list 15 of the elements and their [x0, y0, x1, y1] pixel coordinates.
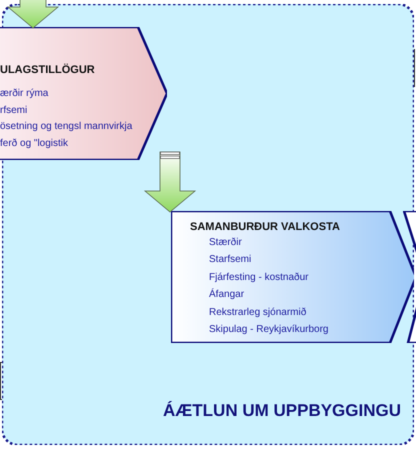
list-item: Stærðir [209, 238, 242, 248]
list-item: Fjárfesting - kostnaður [209, 273, 308, 283]
list-item: Skipulag - Reykjavíkurborg [209, 325, 328, 335]
block-arrow [6, 0, 60, 29]
list-item: Áfangar [209, 290, 244, 300]
list-item: ferð og "logistik [0, 139, 68, 149]
list-item: ærðir rýma [0, 89, 48, 99]
list-item: ösetning og tengsl mannvirkja [0, 122, 132, 132]
box-heading: ULAGSTILLÖGUR [0, 65, 95, 76]
box-heading: SAMANBURÐUR VALKOSTA [190, 222, 340, 233]
list-item: Rekstrarleg sjónarmið [209, 308, 306, 318]
list-item: rfsemi [0, 106, 28, 116]
list-item: Starfsemi [209, 255, 252, 265]
block-arrow [144, 152, 196, 213]
region-heading: ÁÆTLUN UM UPPBYGGINGU [163, 402, 401, 419]
